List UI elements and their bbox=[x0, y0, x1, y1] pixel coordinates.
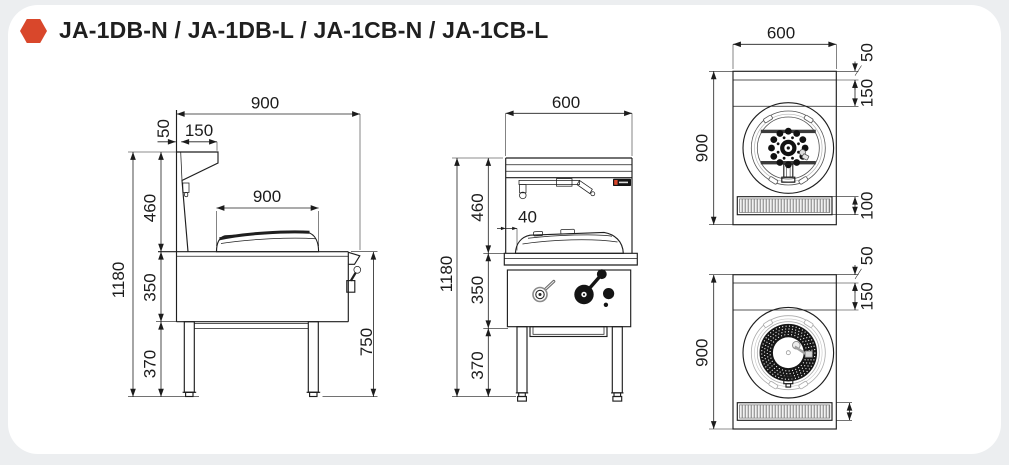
plan-duck-structure bbox=[732, 70, 837, 226]
dim-front-width: 600 bbox=[552, 93, 580, 112]
dim-plan-shelf-depth: 150 bbox=[858, 79, 877, 107]
under-tray bbox=[529, 326, 608, 338]
hexagon-bullet-icon bbox=[20, 18, 47, 43]
dim-plan-top-rail: 50 bbox=[858, 246, 877, 265]
page-title: JA-1DB-N / JA-1DB-L / JA-1CB-N / JA-1CB-… bbox=[59, 17, 549, 43]
right-leg bbox=[307, 321, 319, 393]
front-elevation-view: 600 1180 460 350 370 40 bbox=[437, 93, 638, 402]
drain-gutter bbox=[736, 402, 833, 421]
front-structure bbox=[503, 157, 638, 402]
dim-front-body-height: 350 bbox=[468, 276, 487, 304]
leg-cross-rail bbox=[194, 323, 309, 329]
dim-plan-shelf-depth: 150 bbox=[858, 282, 877, 310]
plan-chimney-structure bbox=[732, 274, 837, 430]
header: JA-1DB-N / JA-1DB-L / JA-1CB-N / JA-1CB-… bbox=[20, 17, 549, 44]
chimney-burner bbox=[742, 306, 835, 399]
dim-front-overall-height: 1180 bbox=[437, 256, 456, 293]
plan-body bbox=[732, 274, 837, 430]
wok-ring-front bbox=[514, 231, 624, 254]
upper-side-walls bbox=[505, 158, 633, 254]
leg-foot bbox=[185, 391, 194, 398]
plan-body bbox=[732, 70, 837, 226]
dim-front-burner-offset: 40 bbox=[518, 208, 537, 227]
dim-front-leg-height: 370 bbox=[468, 351, 487, 379]
pilot-knob bbox=[532, 279, 556, 303]
top-rails bbox=[505, 157, 632, 179]
dim-side-shelf-depth: 150 bbox=[185, 121, 213, 140]
dim-plan-depth: 900 bbox=[693, 339, 712, 367]
side-structure bbox=[158, 110, 362, 398]
dim-side-wok-ring-width: 900 bbox=[253, 187, 281, 206]
dim-side-overall-width: 900 bbox=[251, 94, 279, 113]
dim-plan-drain-width: 100 bbox=[858, 192, 877, 220]
brand-logo-badge bbox=[613, 178, 631, 186]
leg-foot bbox=[612, 395, 623, 402]
plan-view-duck-burner: 600 900 50 150 100 bbox=[693, 24, 877, 226]
dim-side-body-height: 350 bbox=[141, 273, 160, 301]
dim-plan-width: 600 bbox=[767, 24, 795, 43]
side-elevation-view: 900 50 150 900 1180 460 350 bbox=[109, 94, 378, 398]
dim-plan-top-rail: 50 bbox=[858, 43, 877, 62]
front-dimensions: 600 1180 460 350 370 40 bbox=[437, 93, 633, 397]
leg-foot bbox=[309, 391, 318, 398]
front-right-leg bbox=[611, 326, 623, 394]
body-box bbox=[176, 251, 349, 323]
counter-slab bbox=[503, 252, 638, 266]
dim-front-upper-height: 460 bbox=[468, 193, 487, 221]
control-panel bbox=[506, 269, 632, 328]
drain-valve-handle bbox=[353, 266, 362, 274]
left-leg bbox=[183, 321, 195, 393]
side-dimensions: 900 50 150 900 1180 460 350 bbox=[109, 94, 378, 397]
drain-gutter bbox=[736, 196, 833, 216]
dim-side-splash-thickness: 50 bbox=[154, 119, 173, 138]
swing-faucet bbox=[518, 178, 596, 200]
main-burner-knob bbox=[574, 269, 607, 305]
dim-side-counter-height: 750 bbox=[357, 328, 376, 356]
hexagon-shape bbox=[20, 18, 47, 43]
drain-spout bbox=[348, 251, 361, 265]
shelf-faucet bbox=[182, 182, 190, 193]
duck-burner bbox=[742, 102, 835, 194]
front-left-leg bbox=[516, 326, 528, 394]
plan-view-chimney-burner: 900 50 150 bbox=[693, 246, 877, 430]
dim-plan-depth: 900 bbox=[693, 134, 712, 162]
ignition-knob bbox=[603, 288, 615, 307]
burner-jets bbox=[768, 127, 809, 169]
plan-chimney-dimensions: 900 50 150 bbox=[693, 246, 877, 430]
dim-side-upper-height: 460 bbox=[141, 194, 160, 222]
backsplash-shelf bbox=[176, 151, 219, 252]
wok-ring-profile bbox=[215, 230, 320, 253]
dim-side-overall-height: 1180 bbox=[109, 262, 128, 299]
dim-side-leg-height: 370 bbox=[141, 350, 160, 378]
plan-duck-dimensions: 600 900 50 150 100 bbox=[693, 24, 877, 225]
leg-foot bbox=[517, 395, 527, 402]
